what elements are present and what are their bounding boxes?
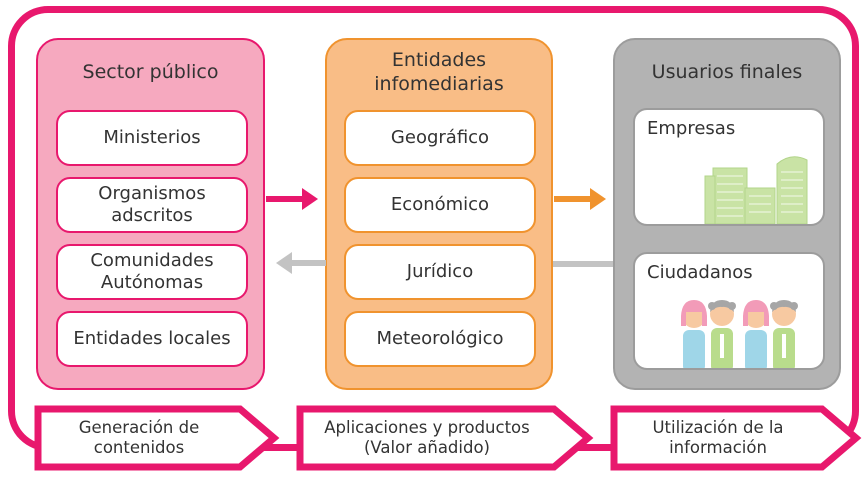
stage-aplicaciones: Aplicaciones y productos (Valor añadido)	[296, 405, 596, 471]
panel-ciudadanos: Ciudadanos	[633, 252, 825, 370]
column-title: Entidades infomediarias	[374, 49, 504, 95]
buildings-icon	[704, 156, 808, 224]
item-juridico: Jurídico	[344, 244, 536, 300]
arrow-right-icon	[554, 188, 606, 210]
stage-label: Utilización de la información	[652, 418, 784, 457]
item-geografico: Geográfico	[344, 110, 536, 166]
panel-empresas: Empresas	[633, 108, 825, 226]
stage-label: Generación de contenidos	[78, 418, 200, 457]
item-entidades-locales: Entidades locales	[56, 311, 248, 367]
stage-generacion: Generación de contenidos	[34, 405, 280, 471]
stage-label: Aplicaciones y productos (Valor añadido)	[324, 418, 530, 457]
column-infomediaries: Entidades infomediarias Geográfico Econó…	[325, 38, 553, 390]
item-meteorologico: Meteorológico	[344, 311, 536, 367]
item-economico: Económico	[344, 177, 536, 233]
people-icon	[681, 300, 798, 368]
item-organismos: Organismos adscritos	[56, 177, 248, 233]
item-ministerios: Ministerios	[56, 110, 248, 166]
arrow-left-line	[553, 261, 613, 267]
stage-utilizacion: Utilización de la información	[610, 405, 862, 471]
panel-label-ciudadanos: Ciudadanos	[647, 262, 753, 283]
panel-label-empresas: Empresas	[647, 118, 736, 139]
item-comunidades: Comunidades Autónomas	[56, 244, 248, 300]
column-title: Usuarios finales	[651, 61, 803, 83]
column-end-users: Usuarios finales Empresas Ciudadano	[613, 38, 841, 390]
arrow-left-icon	[276, 252, 326, 274]
column-public-sector: Sector público Ministerios Organismos ad…	[36, 38, 265, 390]
column-title: Sector público	[82, 61, 219, 83]
arrow-right-icon	[266, 188, 318, 210]
